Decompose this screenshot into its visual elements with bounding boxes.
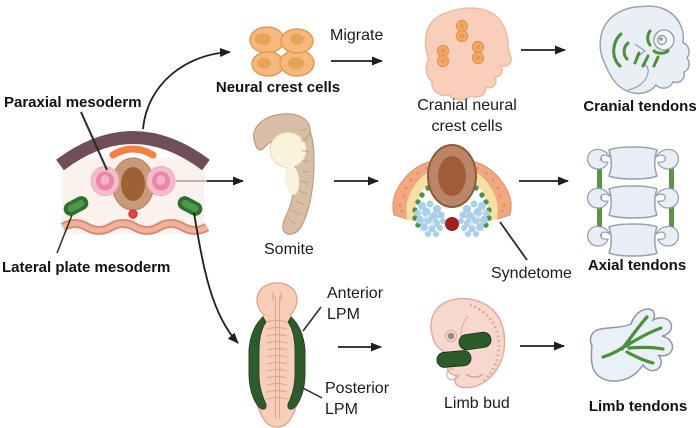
- leader-lines: [56, 111, 528, 399]
- label-neural-crest-cells: Neural crest cells: [215, 79, 341, 96]
- limb-tendon-branches: [601, 315, 665, 365]
- notochord-dot: [128, 209, 138, 219]
- limb-tendons-illustration: [589, 308, 674, 382]
- label-cranial-tendons: Cranial tendons: [583, 98, 697, 115]
- label-paraxial-mesoderm: Paraxial mesoderm: [4, 94, 142, 111]
- lateral-plate-mesoderm-left: [63, 196, 89, 216]
- label-limb-tendons: Limb tendons: [588, 398, 688, 415]
- lpm-embryo-illustration: [248, 282, 306, 428]
- leader-paraxial-mesoderm: [80, 111, 108, 171]
- leader-syndetome: [499, 221, 528, 261]
- arrow-to-lpm-embryo: [193, 212, 239, 344]
- embryo-tail-curl: [446, 368, 460, 381]
- syndetome-illustration: [392, 144, 512, 238]
- leader-lateral-plate-mesoderm: [56, 214, 73, 254]
- label-posterior-lpm: Posterior LPM: [325, 380, 390, 418]
- ectoderm-arch: [56, 131, 210, 171]
- embryo-eye: [653, 29, 675, 51]
- lateral-plate-mesoderm-right: [177, 196, 203, 216]
- notochord-dot-large: [445, 217, 459, 231]
- limb-bud-embryo-illustration: [430, 297, 506, 389]
- axial-tendons-illustration: [586, 146, 680, 257]
- cranial-neural-crest-cells-illustration: [424, 7, 512, 101]
- label-limb-bud: Limb bud: [444, 395, 510, 412]
- neural-crest-cells-illustration: [249, 26, 315, 77]
- leader-anterior-lpm: [302, 306, 322, 332]
- label-anterior-lpm: Anterior LPM: [327, 285, 384, 323]
- neural-tube: [111, 157, 155, 211]
- cranial-tendons-illustration: [599, 5, 690, 95]
- label-cranial-neural-crest-cells: Cranial neural crest cells: [417, 97, 517, 135]
- leader-posterior-lpm: [300, 386, 323, 399]
- limb-buds: [436, 331, 492, 368]
- somite-embryo-illustration: [253, 113, 315, 235]
- label-axial-tendons: Axial tendons: [587, 257, 687, 274]
- embryo-back-segments: [469, 303, 501, 384]
- label-migrate: Migrate: [330, 27, 384, 44]
- label-somite: Somite: [264, 241, 314, 258]
- somite-segments: [287, 128, 311, 225]
- paraxial-mesoderm-left: [90, 166, 120, 196]
- dorsal-somite-segments: [266, 320, 288, 400]
- label-syndetome: Syndetome: [491, 265, 572, 282]
- cranial-tendon-marks: [612, 29, 670, 68]
- embryo-eye-dot: [447, 332, 455, 340]
- neural-tube-oval: [427, 144, 477, 208]
- endoderm-band: [60, 219, 210, 235]
- neural-plate-orange: [109, 145, 157, 159]
- label-lateral-plate-mesoderm: Lateral plate mesoderm: [2, 259, 171, 276]
- arrow-to-neural-crest-cells: [142, 47, 231, 130]
- yolk-sac: [269, 132, 307, 168]
- embryo-cross-section-illustration: [56, 131, 210, 235]
- arrows: [142, 45, 569, 352]
- paraxial-mesoderm-right: [146, 166, 176, 196]
